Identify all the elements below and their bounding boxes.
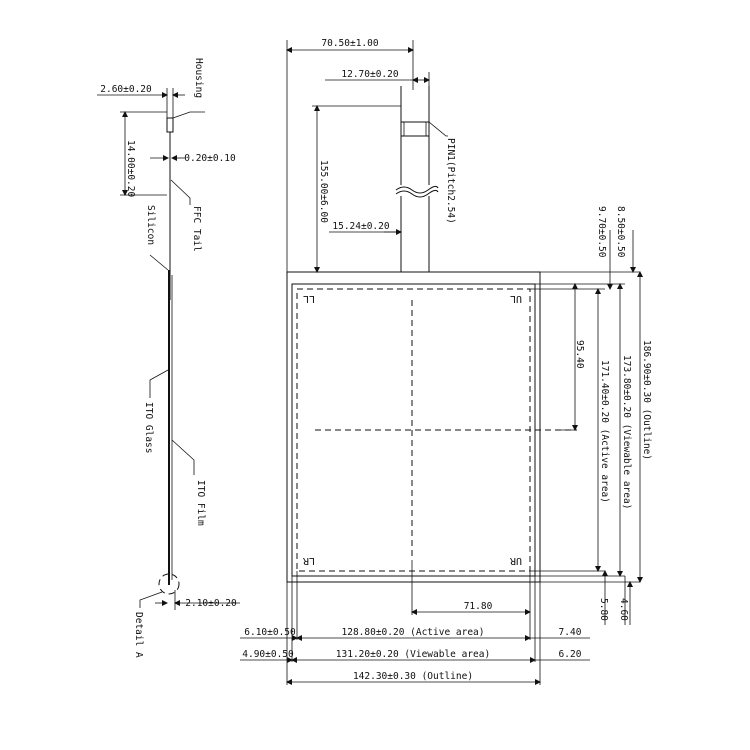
detail-a-circle	[158, 573, 180, 595]
dim-housing-height: 14.00±0.20	[125, 140, 136, 197]
corner-ur-label: UR	[509, 555, 522, 566]
dim-tail-thickness: 0.20±0.10	[184, 153, 236, 164]
dim-right-viewable: 6.20	[559, 649, 582, 660]
dim-top-offset-viewable: 9.70±0.50	[596, 206, 607, 258]
dim-tail-length: 155.00±6.00	[318, 160, 329, 223]
dim-active-width: 128.80±0.20 (Active area)	[342, 627, 485, 638]
dim-center-height: 95.40	[574, 340, 585, 369]
ito-glass-label: ITO Glass	[143, 402, 154, 453]
dim-tail-offset: 15.24±0.20	[332, 221, 389, 232]
outline-rect	[286, 271, 541, 583]
dim-right-active: 7.40	[559, 627, 582, 638]
connector-housing	[400, 121, 430, 137]
dim-tail-width: 70.50±1.00	[321, 38, 378, 49]
side-housing	[166, 117, 174, 133]
dim-viewable-width: 131.20±0.20 (Viewable area)	[336, 649, 490, 660]
dim-left-viewable: 4.90±0.50	[242, 649, 294, 660]
corner-lr-label: LR	[302, 555, 315, 566]
dim-bottom-offset-outline: 4.60	[618, 598, 629, 621]
dim-top-offset-outline: 8.50±0.50	[615, 206, 626, 258]
ito-film-label: ITO Film	[195, 480, 206, 526]
dim-outline-height: 186.90±0.30 (Outline)	[641, 340, 652, 460]
dim-housing-width: 2.60±0.20	[100, 84, 152, 95]
dim-viewable-height: 173.80±0.20 (Viewable area)	[621, 355, 632, 509]
dim-active-height: 171.40±0.20 (Active area)	[599, 360, 610, 503]
front-view: LL UL LR UR 70.50±1.00 12.70±0.20 155.0	[240, 38, 652, 685]
dim-pin-width: 12.70±0.20	[341, 69, 398, 80]
side-view: 2.60±0.20 Housing 14.00±0.20 0.20±0.10 F…	[97, 58, 240, 658]
dim-bottom-offset-active: 5.80	[598, 598, 609, 621]
corner-ll-label: LL	[303, 293, 315, 304]
corner-ul-label: UL	[510, 293, 522, 304]
pin1-note: PIN1(Pitch2.54)	[445, 138, 456, 224]
dim-left-active: 6.10±0.50	[244, 627, 296, 638]
detail-a-label: Detail A	[133, 612, 144, 658]
dim-center-width: 71.80	[464, 601, 493, 612]
ffc-tail-label: FFC Tail	[191, 206, 202, 252]
housing-label: Housing	[193, 58, 204, 98]
dim-outline-width: 142.30±0.30 (Outline)	[353, 671, 473, 682]
dim-bottom-thickness: 2.10±0.20	[185, 598, 237, 609]
silicon-label: Silicon	[145, 205, 156, 245]
ffc-tail-front	[395, 86, 439, 272]
